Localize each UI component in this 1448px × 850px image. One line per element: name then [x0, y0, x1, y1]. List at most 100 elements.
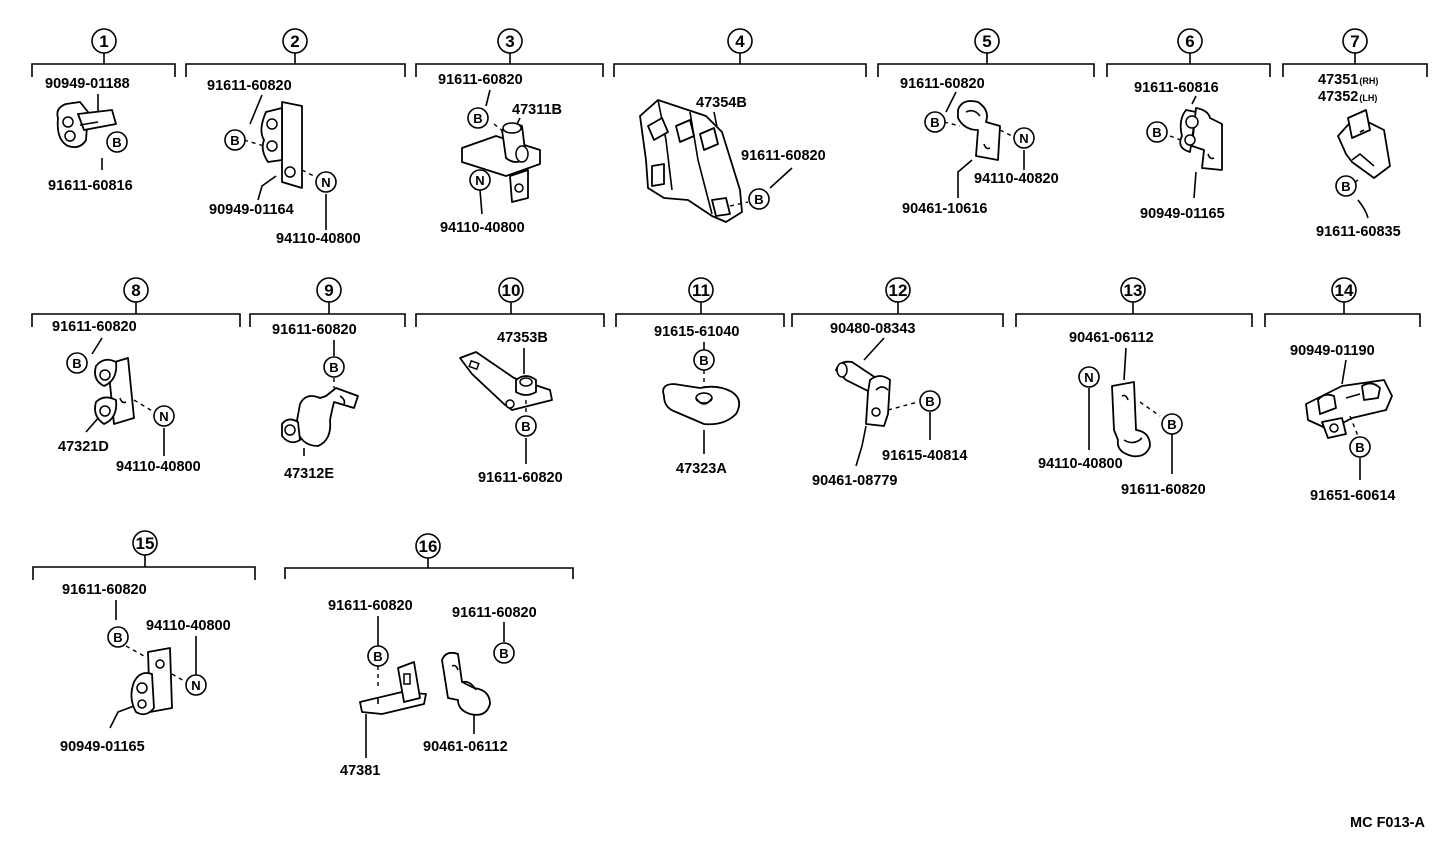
group-2-header: 2 [185, 28, 406, 77]
group-number: 3 [505, 32, 514, 51]
bolt-callout: B [1161, 413, 1183, 435]
svg-text:B: B [1152, 125, 1161, 140]
group-number: 1 [99, 32, 108, 51]
part-number-label: 94110-40800 [1038, 456, 1123, 472]
part-number-label: 47323A [676, 461, 727, 477]
group-16: 91611-60820 91611-60820 90461-06112 4738… [328, 598, 537, 779]
svg-text:B: B [72, 356, 81, 371]
svg-text:N: N [321, 175, 330, 190]
clamp-part [94, 357, 135, 425]
bracket-part [639, 99, 743, 223]
part-number-label: 94110-40800 [146, 618, 231, 634]
part-number-label: 94110-40800 [440, 220, 525, 236]
part-number-label: 91611-60820 [741, 148, 826, 164]
svg-text:B: B [499, 646, 508, 661]
bolt-callout: B [1146, 121, 1168, 143]
part-number-label: 91615-61040 [654, 324, 739, 340]
bracket-part [461, 122, 541, 203]
bolt-callout: B [367, 645, 389, 667]
group-13: 90461-06112 94110-40800 91611-60820 N B [1038, 330, 1206, 498]
bolt-callout: B [924, 111, 946, 133]
bolt-callout: B [323, 356, 345, 378]
svg-text:N: N [475, 173, 484, 188]
group-9-header: 9 [249, 277, 406, 327]
group-7: 47351(RH) 47352(LH) 91611-60835 B [1316, 72, 1401, 240]
group-number: 15 [136, 534, 155, 553]
part-number-label: 47354B [696, 95, 747, 111]
clamp-part [957, 100, 1001, 161]
part-number-label: 91615-40814 [882, 448, 967, 464]
group-number: 10 [502, 281, 521, 300]
part-number-label: 47321D [58, 439, 109, 455]
group-6-header: 6 [1106, 28, 1271, 77]
svg-text:B: B [373, 649, 382, 664]
bolt-callout: B [748, 188, 770, 210]
svg-text:B: B [473, 111, 482, 126]
svg-text:B: B [112, 135, 121, 150]
clamp-part [441, 651, 491, 716]
svg-text:B: B [1355, 440, 1364, 455]
svg-text:B: B [113, 630, 122, 645]
part-number-label: 47312E [284, 466, 334, 482]
group-8: 91611-60820 47321D 94110-40800 B N [52, 319, 201, 475]
svg-text:N: N [159, 409, 168, 424]
group-11-header: 11 [615, 277, 785, 327]
part-number-label: 90461-06112 [1069, 330, 1154, 346]
part-number-label: 90949-01165 [60, 739, 145, 755]
group-number: 14 [1335, 281, 1354, 300]
group-number: 9 [324, 281, 333, 300]
bracket-part [1305, 379, 1393, 439]
group-5-header: 5 [877, 28, 1095, 77]
group-headers: 1 2 3 4 5 6 7 [31, 28, 1428, 580]
part-number-label: 91611-60820 [438, 72, 523, 88]
bolt-callout: B [107, 626, 129, 648]
nut-callout: N [315, 171, 337, 193]
group-number: 11 [692, 281, 710, 300]
figure-code: MC F013-A [1350, 815, 1425, 831]
group-9: 91611-60820 47312E B [272, 322, 359, 482]
group-15-header: 15 [32, 530, 256, 580]
svg-text:B: B [1167, 417, 1176, 432]
part-number-label: 91611-60820 [1121, 482, 1206, 498]
svg-text:B: B [754, 192, 763, 207]
bolt-callout: B [919, 390, 941, 412]
group-10: 47353B 91611-60820 B [459, 330, 563, 486]
part-number-label: 47353B [497, 330, 548, 346]
group-5: 91611-60820 94110-40820 90461-10616 B N [900, 76, 1059, 217]
part-number-label: 91611-60820 [900, 76, 985, 92]
part-number-label: 90949-01164 [209, 202, 294, 218]
clamp-part [1179, 107, 1223, 171]
part-number-label: 91611-60820 [328, 598, 413, 614]
group-8-header: 8 [31, 277, 241, 327]
part-number-label: 91611-60820 [478, 470, 563, 486]
bolt-callout: B [1349, 436, 1371, 458]
bolt-callout: B [1335, 175, 1357, 197]
part-number-label: 94110-40800 [116, 459, 201, 475]
group-number: 6 [1185, 32, 1194, 51]
group-number: 5 [982, 32, 991, 51]
part-number-label: 47311B [512, 102, 562, 118]
group-3: 91611-60820 47311B 94110-40800 B N [438, 72, 562, 236]
svg-text:B: B [521, 419, 530, 434]
part-number-label: 91611-60820 [207, 78, 292, 94]
group-2: 91611-60820 90949-01164 94110-40800 B N [207, 78, 361, 247]
nut-callout: N [1078, 366, 1100, 388]
part-number-label: 94110-40820 [974, 171, 1059, 187]
bolt-callout: B [467, 107, 489, 129]
group-number: 2 [290, 32, 299, 51]
part-number-label: 90949-01188 [45, 76, 130, 92]
svg-text:B: B [1341, 179, 1350, 194]
group-12-header: 12 [791, 277, 1004, 327]
part-number-label: 90461-10616 [902, 201, 987, 217]
part-number-label: 91611-60816 [48, 178, 133, 194]
part-number-label: 91611-60820 [52, 319, 137, 335]
group-14: 90949-01190 91651-60614 B [1290, 343, 1395, 504]
bolt-callout: B [493, 642, 515, 664]
svg-text:B: B [329, 360, 338, 375]
svg-text:B: B [699, 353, 708, 368]
part-number-label: 91651-60614 [1310, 488, 1395, 504]
part-number-label: 91611-60820 [452, 605, 537, 621]
part-number-label: 90461-08779 [812, 473, 897, 489]
group-number: 16 [419, 537, 438, 556]
